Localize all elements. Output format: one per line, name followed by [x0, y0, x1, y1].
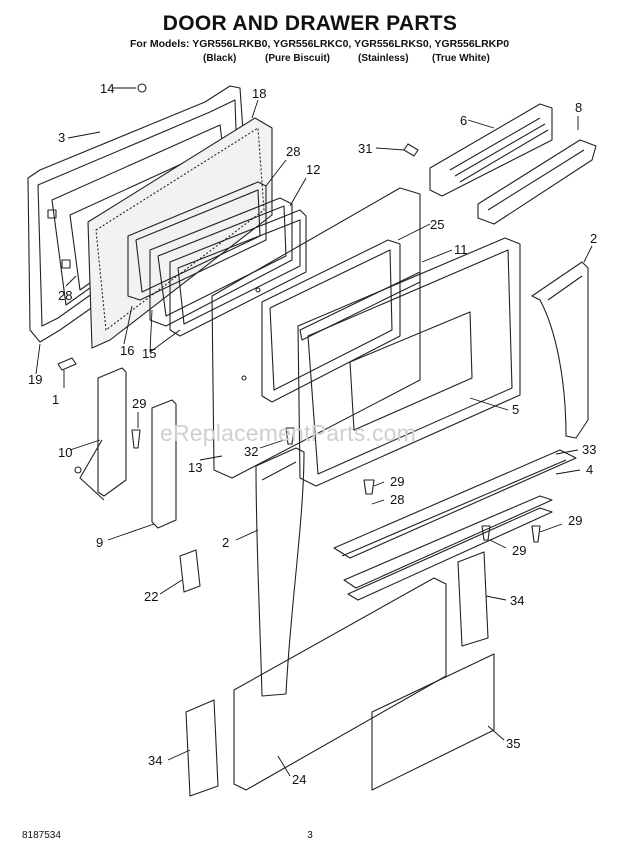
door-channel	[151, 399, 177, 529]
callout-29: 29	[390, 474, 404, 489]
callout-16: 16	[120, 343, 134, 358]
models-line: For Models: YGR556LRKB0, YGR556LRKC0, YG…	[130, 38, 510, 50]
callout-13: 13	[188, 460, 202, 475]
callout-29: 29	[512, 543, 526, 558]
callout-31: 31	[358, 141, 372, 156]
drawer-rail	[333, 449, 577, 589]
side-trim-left	[255, 447, 305, 697]
hinge	[74, 367, 127, 501]
callout-29: 29	[132, 396, 146, 411]
callout-5: 5	[512, 402, 519, 417]
callout-12: 12	[306, 162, 320, 177]
door-outer-panel	[211, 187, 421, 479]
window-pack	[149, 197, 307, 337]
drawer-front	[233, 577, 447, 791]
drawer-end-right	[457, 551, 489, 647]
clip	[57, 357, 77, 371]
bumper	[179, 549, 201, 593]
callout-2: 2	[590, 231, 597, 246]
callout-9: 9	[96, 535, 103, 550]
finish-stainless: (Stainless)	[358, 53, 409, 64]
drawer-end-left	[185, 699, 219, 797]
document-number: 8187534	[22, 830, 61, 841]
callout-15: 15	[142, 346, 156, 361]
callout-1: 1	[52, 392, 59, 407]
callout-35: 35	[506, 736, 520, 751]
callout-24: 24	[292, 772, 306, 787]
callout-29: 29	[568, 513, 582, 528]
callout-10: 10	[58, 445, 72, 460]
callout-18: 18	[252, 86, 266, 101]
callout-28: 28	[390, 492, 404, 507]
callout-22: 22	[144, 589, 158, 604]
callout-19: 19	[28, 372, 42, 387]
diagram-title: DOOR AND DRAWER PARTS	[162, 12, 458, 35]
callout-28: 28	[58, 288, 72, 303]
finish-black: (Black)	[203, 53, 237, 64]
screws	[131, 143, 541, 543]
callout-28: 28	[286, 144, 300, 159]
callout-34: 34	[510, 593, 524, 608]
door-glass	[261, 239, 401, 403]
callout-32: 32	[244, 444, 258, 459]
callout-11: 11	[454, 242, 468, 257]
callout-4: 4	[586, 462, 593, 477]
drawer-liner	[371, 653, 495, 791]
callout-2: 2	[222, 535, 229, 550]
page-number: 3	[307, 830, 313, 841]
callout-14: 14	[100, 81, 114, 96]
vent-trim	[429, 103, 553, 197]
callout-6: 6	[460, 113, 467, 128]
side-trim-right	[531, 261, 589, 439]
callout-8: 8	[575, 100, 582, 115]
drawer-bracket	[347, 507, 553, 601]
door-handle	[477, 139, 597, 225]
watermark: eReplacementParts.com	[160, 420, 417, 446]
callout-33: 33	[582, 442, 596, 457]
insulation-blanket	[87, 117, 273, 349]
finish-pure-biscuit: (Pure Biscuit)	[265, 53, 331, 64]
callout-34: 34	[148, 753, 162, 768]
callout-3: 3	[58, 130, 65, 145]
finish-true-white: (True White)	[432, 53, 490, 64]
callout-25: 25	[430, 217, 444, 232]
door-front-frame	[297, 237, 521, 487]
